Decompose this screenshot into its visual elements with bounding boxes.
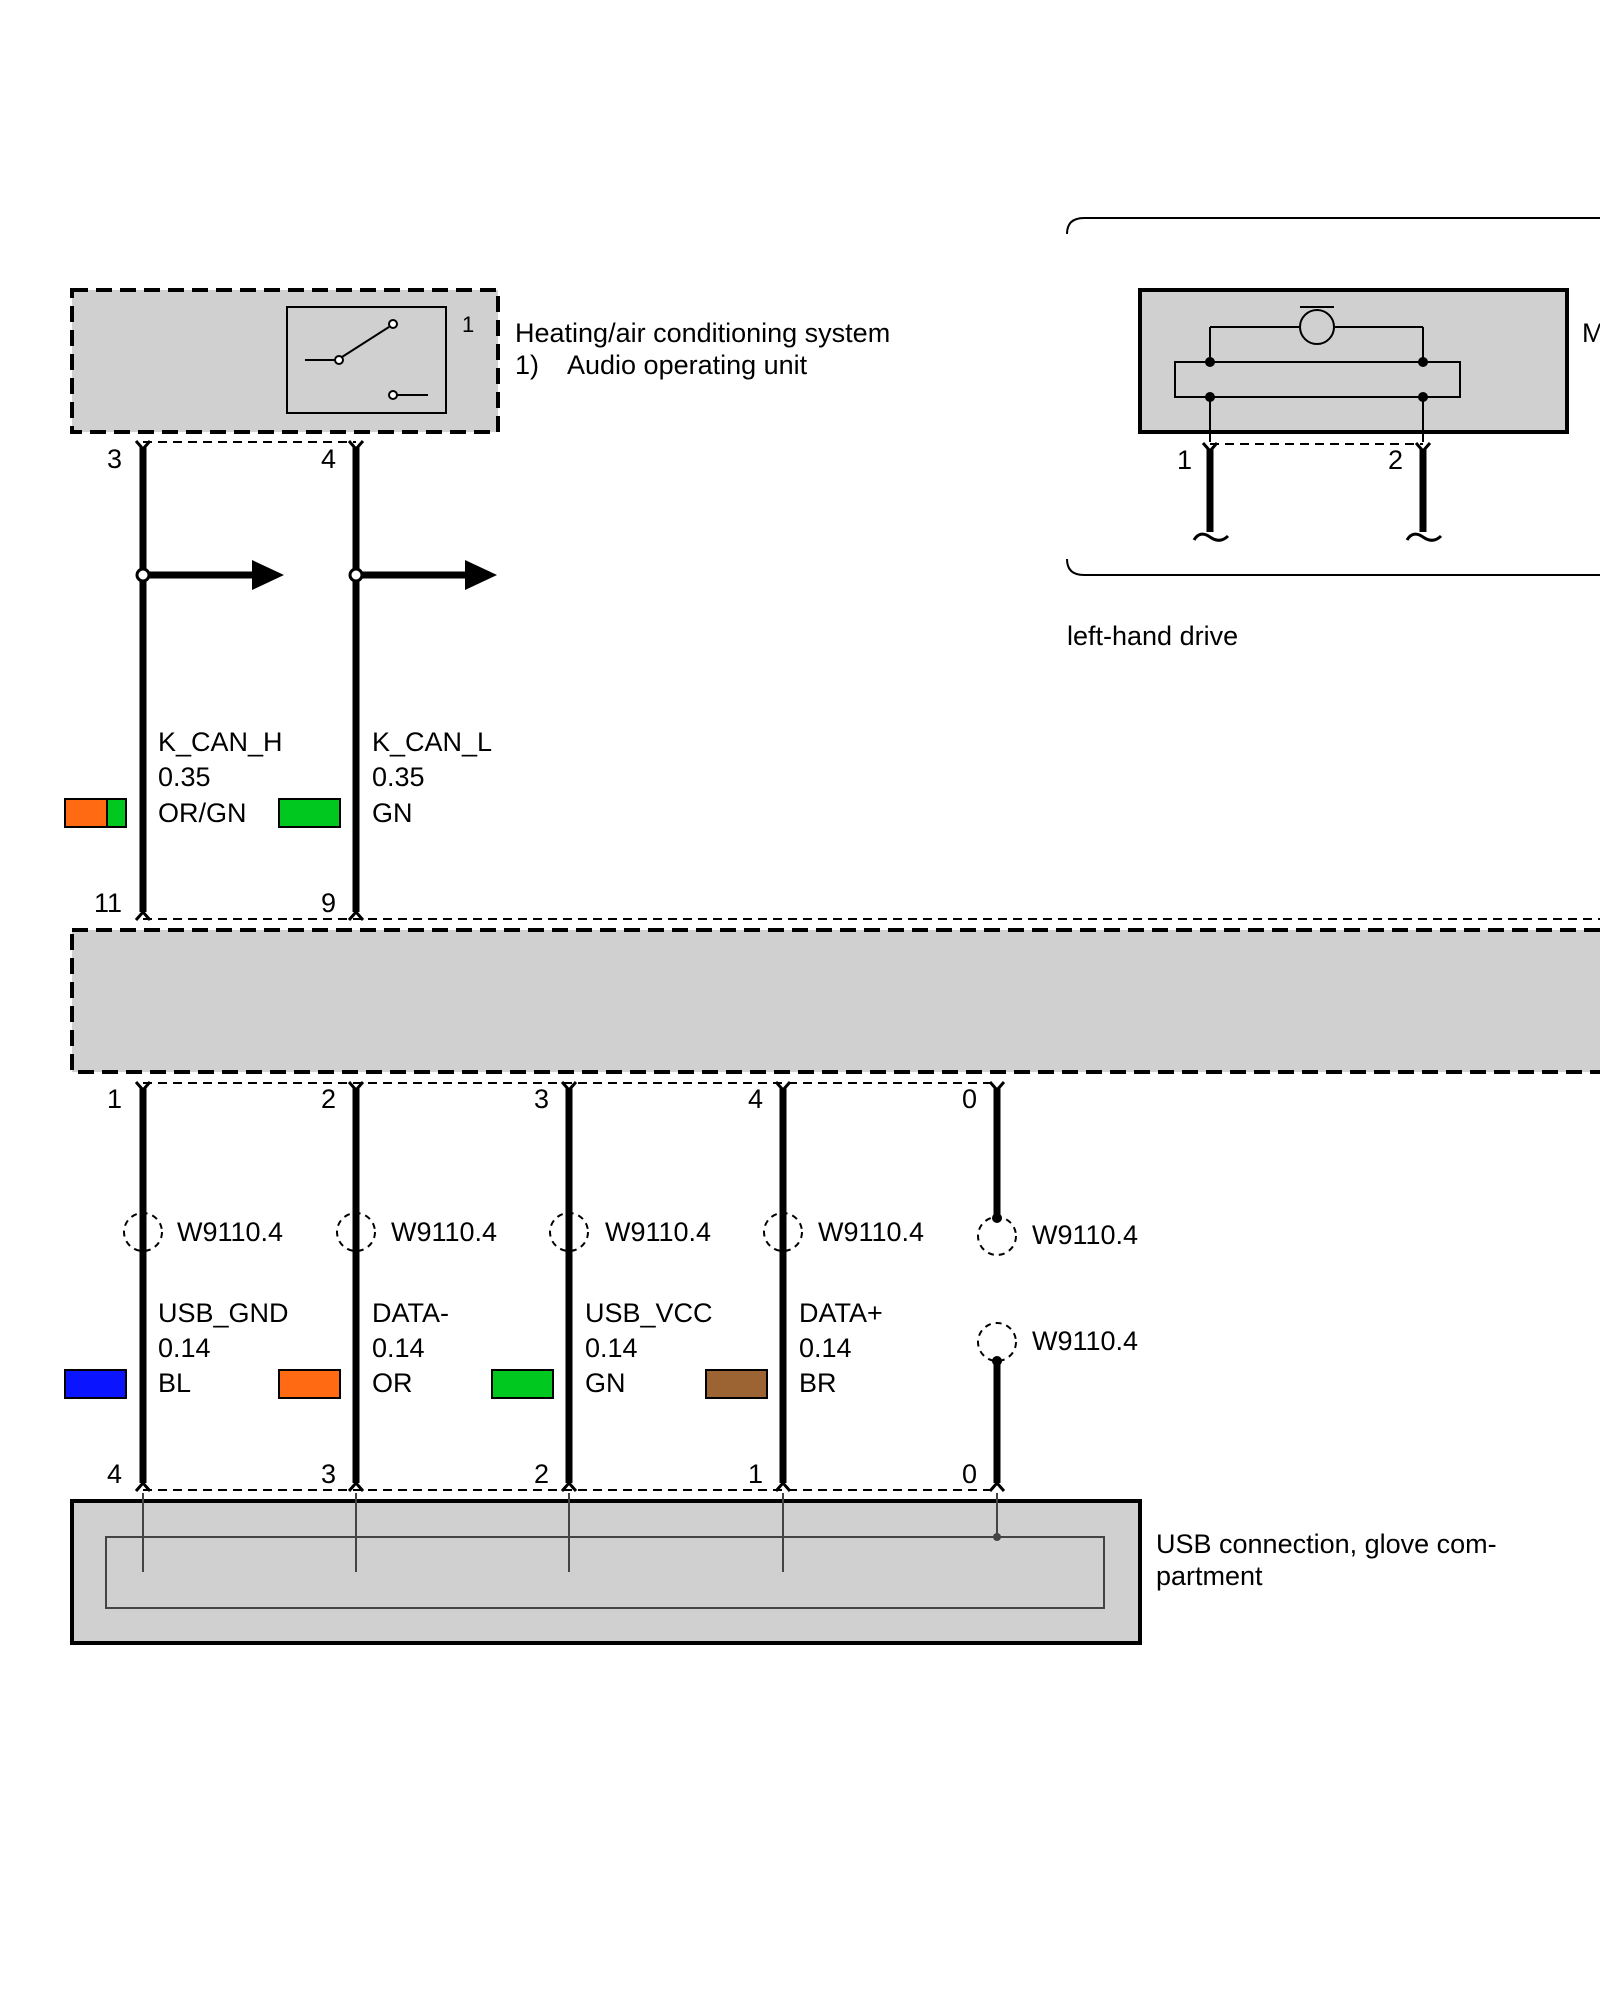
wire-size: 0.35: [372, 762, 425, 792]
branch-arrow-icon: [135, 560, 284, 590]
pin-label: 1: [107, 1084, 122, 1114]
usb-connection-title-cont: partment: [1156, 1561, 1263, 1591]
color-swatch-gn: [491, 1369, 554, 1399]
wire-size: 0.14: [799, 1333, 852, 1363]
variant-note: left-hand drive: [1067, 621, 1238, 651]
switch-symbol-frame: [286, 306, 447, 414]
connector-label: W9110.4: [1032, 1220, 1138, 1250]
wire-size: 0.14: [585, 1333, 638, 1363]
pin-label: 11: [94, 888, 122, 918]
pin-label: 1: [1177, 445, 1192, 475]
wire-break-icon: [1192, 532, 1230, 542]
wire-color-code: GN: [372, 798, 413, 828]
pin-label: 0: [962, 1459, 977, 1489]
wire-size: 0.35: [158, 762, 211, 792]
wire-signal: USB_GND: [158, 1298, 289, 1328]
wire-color-code: BL: [158, 1368, 191, 1398]
pin-label: 1: [748, 1459, 763, 1489]
heating-unit-title: Heating/air conditioning system: [515, 318, 890, 348]
wire-color-code: OR/GN: [158, 798, 247, 828]
wire-color-code: BR: [799, 1368, 837, 1398]
pin-label: 2: [1388, 445, 1403, 475]
wire-usb-vcc[interactable]: [560, 1081, 578, 1492]
audio-operating-unit-label: Audio operating unit: [567, 350, 808, 380]
connector-label: W9110.4: [605, 1217, 711, 1247]
pin-label: 3: [107, 444, 122, 474]
wire-k-can-h[interactable]: [134, 440, 152, 921]
pin-label: 2: [534, 1459, 549, 1489]
wire-signal: USB_VCC: [585, 1298, 713, 1328]
color-swatch-gn: [278, 798, 341, 828]
pin-label: 4: [321, 444, 336, 474]
wire-signal: DATA-: [372, 1298, 449, 1328]
pin-label: 0: [962, 1084, 977, 1114]
wire-microphone-1[interactable]: [1192, 442, 1230, 542]
wire-usb-gnd[interactable]: [134, 1081, 152, 1492]
pin-label: 2: [321, 1084, 336, 1114]
wire-break-icon: [1405, 532, 1443, 542]
heating-ac-unit[interactable]: 1: [70, 288, 500, 434]
color-swatch-or: [278, 1369, 341, 1399]
footnote-marker: 1): [515, 350, 539, 380]
pin-label: 4: [748, 1084, 763, 1114]
wire-signal: K_CAN_L: [372, 727, 492, 757]
wire-data-plus[interactable]: [774, 1081, 792, 1492]
connector-circle-icon: [549, 1212, 589, 1252]
variant-bracket-top: [1066, 217, 1600, 235]
color-swatch-bl: [64, 1369, 127, 1399]
center-control-unit[interactable]: [70, 928, 1600, 1074]
microphone-icon: [1174, 306, 1461, 442]
connector-label: W9110.4: [1032, 1326, 1138, 1356]
microphone-unit-label: M: [1582, 318, 1600, 348]
wire-shield[interactable]: [988, 1081, 1006, 1492]
connector-circle-icon: [763, 1212, 803, 1252]
color-swatch-or-gn: [64, 798, 127, 828]
connector-label: W9110.4: [391, 1217, 497, 1247]
connector-circle-icon: [977, 1216, 1017, 1256]
pin-label: 9: [321, 888, 336, 918]
wire-size: 0.14: [372, 1333, 425, 1363]
usb-connection-title: USB connection, glove com-: [1156, 1529, 1497, 1559]
variant-bracket-bottom: [1066, 558, 1600, 576]
wire-data-minus[interactable]: [347, 1081, 365, 1492]
wire-k-can-l[interactable]: [347, 440, 365, 921]
connector-circle-icon: [977, 1322, 1017, 1362]
pin-label: 3: [534, 1084, 549, 1114]
branch-arrow-icon: [348, 560, 497, 590]
internal-index: 1: [462, 312, 474, 337]
wire-signal: K_CAN_H: [158, 727, 283, 757]
pin-label: 4: [107, 1459, 122, 1489]
wire-size: 0.14: [158, 1333, 211, 1363]
microphone-unit[interactable]: [1138, 288, 1569, 442]
wire-microphone-2[interactable]: [1405, 442, 1443, 542]
pin-label: 3: [321, 1459, 336, 1489]
wire-signal: DATA+: [799, 1298, 883, 1328]
wire-color-code: OR: [372, 1368, 413, 1398]
connector-circle-icon: [336, 1212, 376, 1252]
switch-icon: [305, 319, 428, 400]
color-swatch-br: [705, 1369, 768, 1399]
connector-circle-icon: [123, 1212, 163, 1252]
wire-color-code: GN: [585, 1368, 626, 1398]
connector-label: W9110.4: [177, 1217, 283, 1247]
connector-label: W9110.4: [818, 1217, 924, 1247]
usb-connection-unit[interactable]: [70, 1493, 1142, 1645]
